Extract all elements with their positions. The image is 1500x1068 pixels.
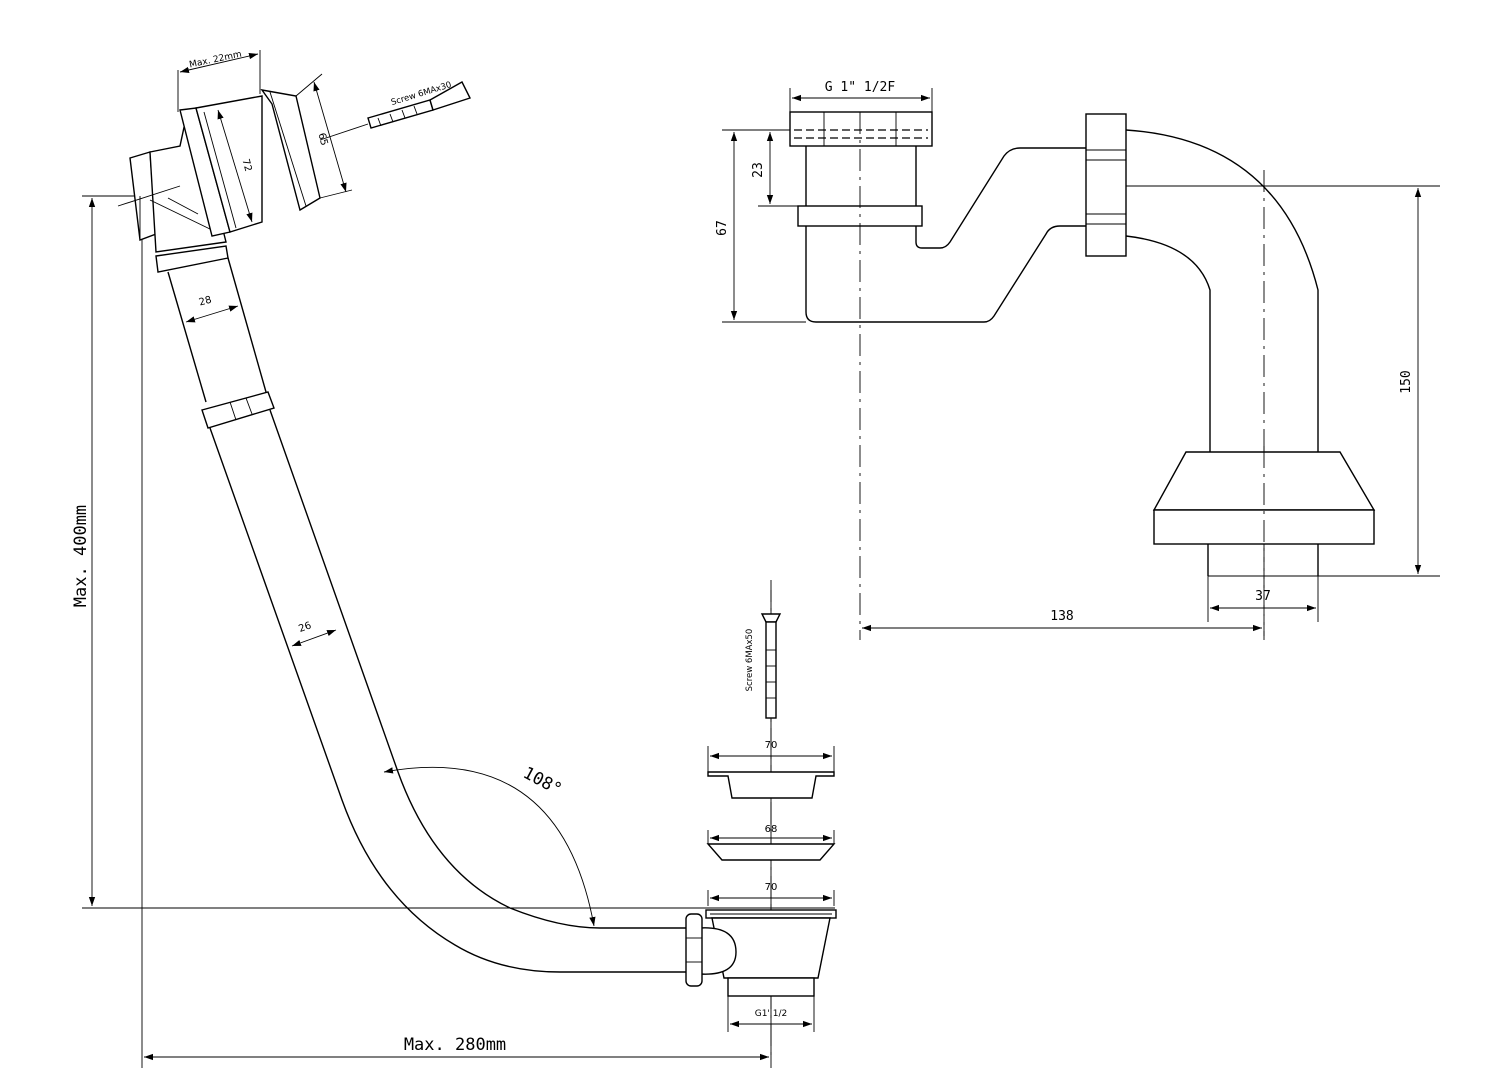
overflow-head — [117, 89, 321, 273]
trap-inlet — [789, 111, 1086, 640]
waste-cap: 70 — [707, 740, 835, 799]
trap-elbow — [1085, 113, 1440, 640]
upper-pipe — [167, 257, 267, 403]
dim-trap-outlet-37: 37 — [1207, 576, 1319, 622]
screw-bottom: Screw 6MAx50 — [745, 613, 782, 719]
waste-dia-label: 70 — [765, 882, 778, 893]
bend-angle-label: 108° — [520, 763, 566, 800]
trap-depth-23-label: 23 — [751, 162, 766, 178]
trap-depth-67-label: 67 — [715, 220, 730, 236]
inner-dia-label: 72 — [239, 158, 253, 173]
dim-trap-thread: G 1" 1/2F — [789, 80, 933, 112]
dim-trap-height-150: 150 — [1399, 188, 1422, 574]
dim-inner-dia: 72 — [217, 109, 253, 223]
max-height-label: Max. 400mm — [71, 505, 91, 607]
ring-dia-label: 68 — [765, 824, 778, 835]
lower-pipe — [209, 409, 688, 973]
trap-thread-label: G 1" 1/2F — [825, 80, 896, 95]
lower-pipe-label: 26 — [297, 620, 313, 635]
dim-trap-depth-67: 67 — [715, 129, 806, 323]
trap-outlet-37-label: 37 — [1255, 589, 1271, 604]
dim-max-height: Max. 400mm — [71, 198, 96, 906]
trap-outlet — [1152, 446, 1440, 640]
trap-offset-138-label: 138 — [1050, 609, 1073, 624]
dim-max-width: Max. 280mm — [144, 1035, 769, 1061]
screw-bottom-label: Screw 6MAx50 — [745, 629, 755, 692]
bath-waste-overflow-assembly: Max. 400mm Max. 280mm Max. 2 — [71, 50, 837, 1068]
screw-top: Screw 6MAx30 — [319, 80, 471, 141]
max-width-label: Max. 280mm — [404, 1035, 506, 1055]
waste-body: 70 G1' 1/2 — [685, 882, 837, 1032]
bath-trap-assembly: G 1" 1/2F — [715, 80, 1440, 640]
trap-height-150-label: 150 — [1399, 370, 1414, 393]
dim-trap-offset-138: 138 — [862, 609, 1262, 632]
dim-upper-pipe: 28 — [185, 295, 239, 323]
waste-thread-label: G1' 1/2 — [755, 1009, 788, 1019]
dim-bend-angle: 108° — [383, 763, 596, 927]
max-flange-label: Max. 22mm — [188, 50, 242, 71]
dim-lower-pipe: 26 — [291, 620, 337, 647]
cap-dia-label: 70 — [765, 740, 778, 751]
coupling-nut — [201, 391, 275, 429]
upper-pipe-label: 28 — [198, 295, 213, 309]
waste-ring: 68 — [706, 824, 836, 861]
